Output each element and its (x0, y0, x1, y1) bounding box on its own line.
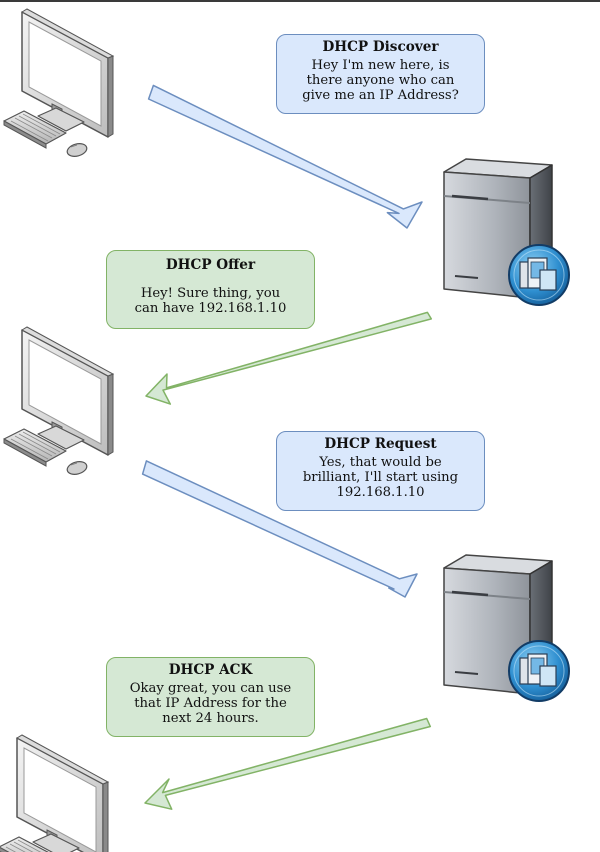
top-border (0, 0, 600, 2)
client-computer-icon (3, 326, 114, 478)
discover-arrow (147, 84, 423, 229)
message-title: DHCP Offer (165, 257, 256, 273)
message-title: DHCP Request (324, 436, 437, 452)
request-arrow (141, 460, 418, 598)
message-body: Hey! Sure thing, you can have 192.168.1.… (134, 286, 287, 316)
ack-arrow (144, 717, 432, 810)
dhcp-discover-message: DHCP Discover Hey I'm new here, is there… (276, 34, 485, 114)
dhcp-ack-message: DHCP ACK Okay great, you can use that IP… (106, 657, 315, 737)
dhcp-server-icon (442, 553, 571, 703)
message-body: Okay great, you can use that IP Address … (129, 681, 292, 726)
client-computer-icon (3, 8, 114, 160)
message-body: Hey I'm new here, is there anyone who ca… (302, 58, 459, 103)
message-title: DHCP Discover (322, 39, 439, 55)
client-computer-icon (0, 734, 109, 852)
dhcp-offer-message: DHCP Offer Hey! Sure thing, you can have… (106, 250, 315, 329)
message-body: Yes, that would be brilliant, I'll start… (302, 455, 459, 500)
dhcp-request-message: DHCP Request Yes, that would be brillian… (276, 431, 485, 511)
message-title: DHCP ACK (168, 662, 253, 678)
dhcp-server-icon (442, 157, 571, 307)
offer-arrow (145, 311, 433, 405)
